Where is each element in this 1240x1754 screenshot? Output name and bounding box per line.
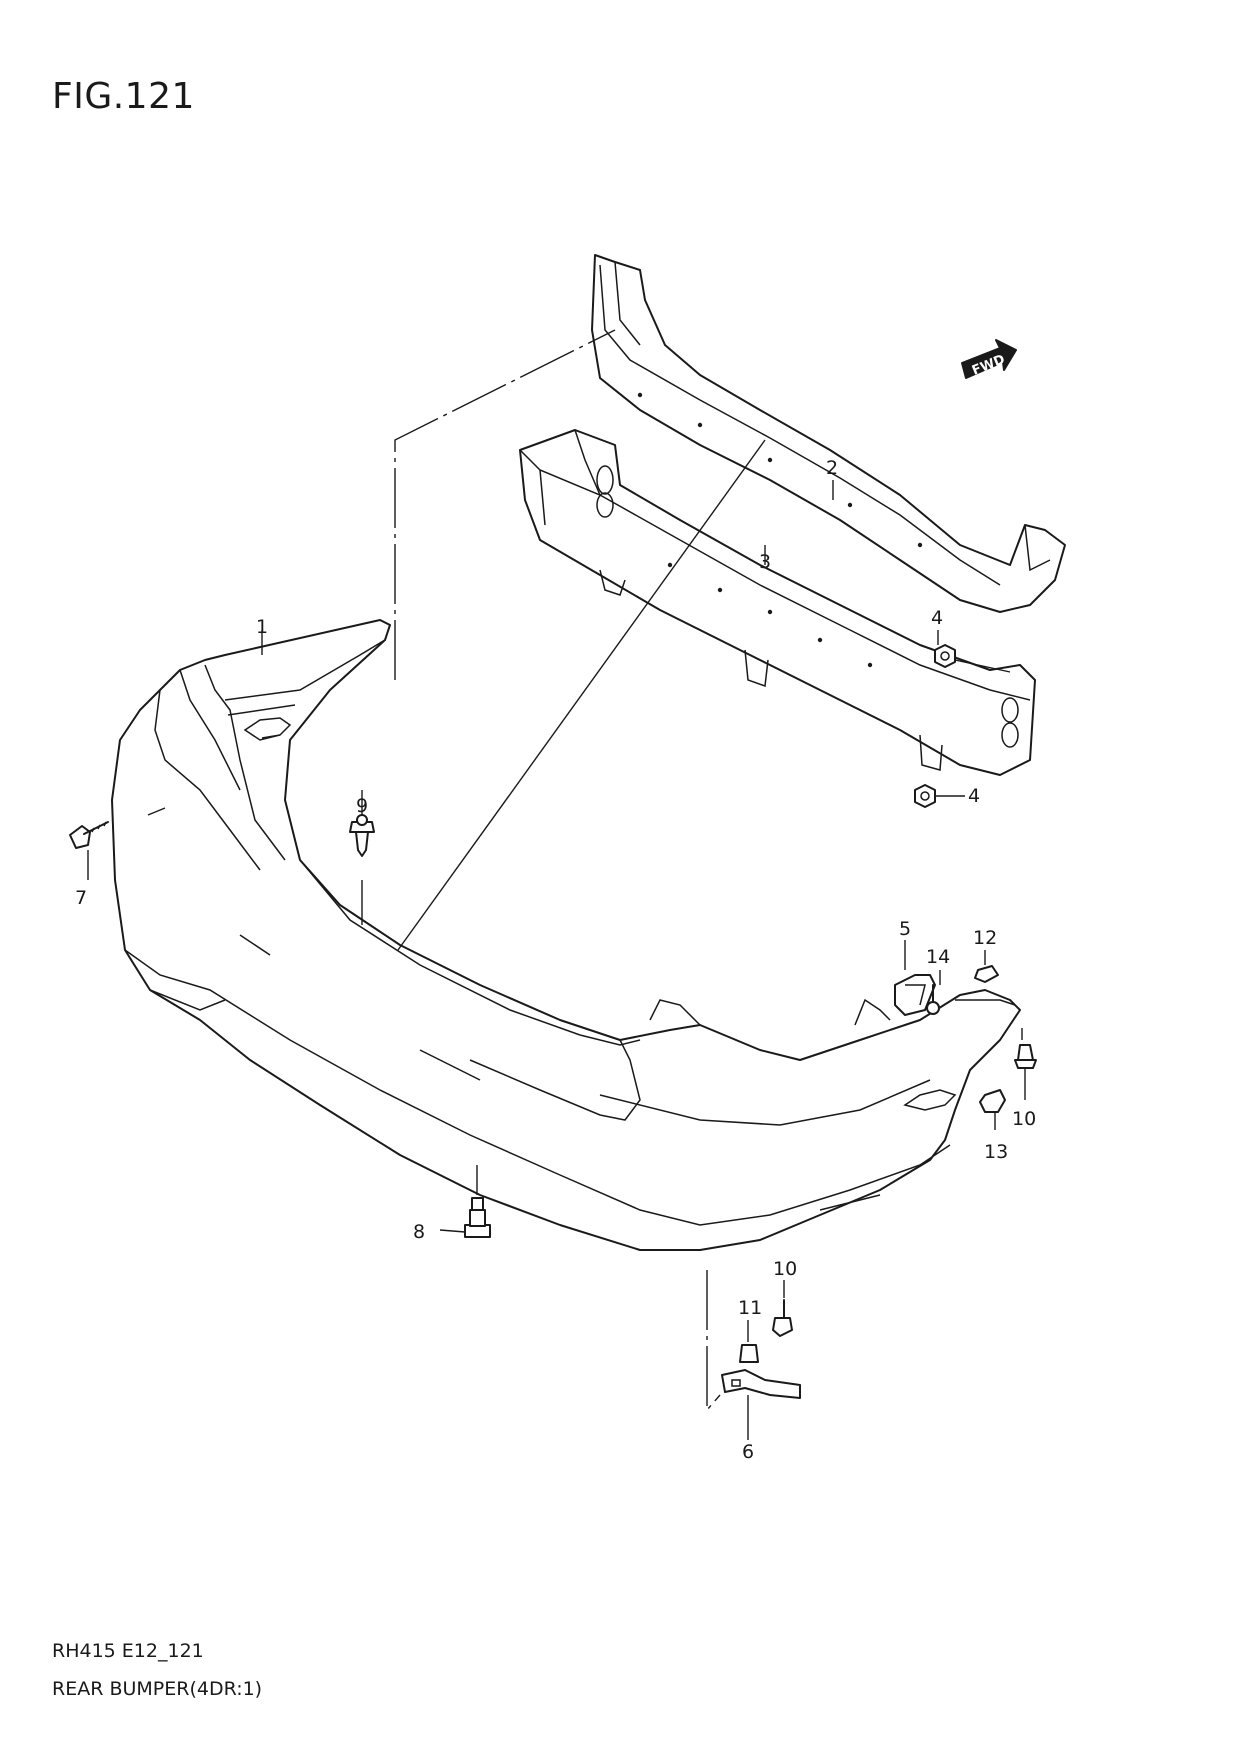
part-10-tapping-screw-right[interactable] [1014, 1044, 1037, 1069]
part-12-nut-clip[interactable] [974, 965, 999, 983]
callout-10-lower: 10 [773, 1258, 797, 1280]
part-8-bolt[interactable] [464, 1197, 491, 1238]
fwd-direction-arrow: FWD [961, 339, 1017, 379]
assembly-leader-lines [87, 329, 1026, 1440]
callout-6: 6 [742, 1441, 754, 1463]
figure-title: FIG.121 [52, 76, 195, 117]
callout-9: 9 [356, 795, 368, 817]
callout-1: 1 [256, 616, 268, 638]
callout-3: 3 [759, 551, 771, 573]
part-2-upper-reinforcement[interactable] [591, 254, 1066, 613]
callout-11: 11 [738, 1297, 762, 1319]
callout-12: 12 [973, 927, 997, 949]
figure-code: RH415 E12_121 [52, 1640, 204, 1662]
callout-10-right: 10 [1012, 1108, 1036, 1130]
callout-7: 7 [75, 887, 87, 909]
part-1-bumper-fascia[interactable] [111, 619, 1021, 1251]
part-6-lower-bracket[interactable] [721, 1369, 801, 1399]
callout-8: 8 [413, 1221, 425, 1243]
callout-13: 13 [984, 1141, 1008, 1163]
part-11-nut-clip[interactable] [739, 1344, 759, 1363]
callout-2: 2 [826, 457, 838, 479]
part-4-nut-lower[interactable] [914, 784, 936, 808]
part-7-bolt[interactable] [69, 821, 109, 849]
callout-14: 14 [926, 946, 950, 968]
callout-5: 5 [899, 918, 911, 940]
callout-4-upper: 4 [931, 607, 943, 629]
part-9-push-clip[interactable] [349, 814, 375, 857]
part-5-side-bracket[interactable] [894, 974, 936, 1016]
callout-4-lower: 4 [968, 785, 980, 807]
part-13-grommet[interactable] [979, 1089, 1006, 1113]
part-10-screw-lower[interactable] [772, 1299, 793, 1337]
part-4-nut-upper[interactable] [934, 644, 956, 668]
part-14-screw[interactable] [926, 984, 940, 1015]
figure-caption: REAR BUMPER(4DR:1) [52, 1678, 263, 1700]
part-3-bumper-beam[interactable] [519, 429, 1036, 776]
